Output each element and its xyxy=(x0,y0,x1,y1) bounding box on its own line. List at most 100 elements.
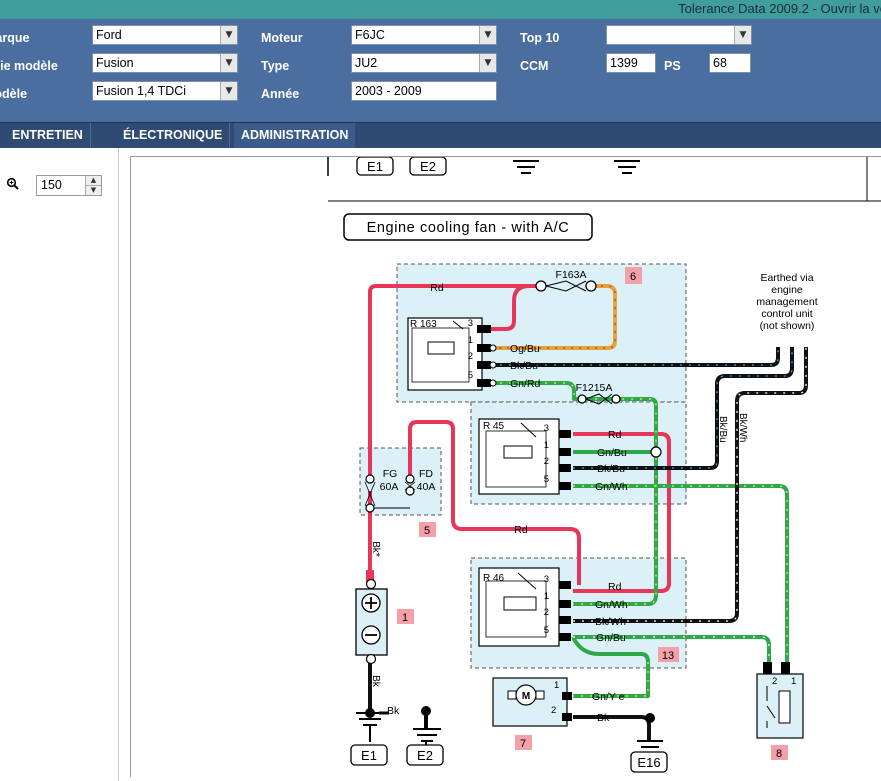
type-select[interactable]: JU2 ▼ xyxy=(351,53,497,73)
fuse-icon xyxy=(545,280,587,292)
left-panel xyxy=(0,148,119,781)
earth-e2-box xyxy=(406,744,444,766)
svg-text:1: 1 xyxy=(554,680,559,691)
wire-label-rd-mid: Rd xyxy=(514,524,528,536)
ps-field[interactable]: 68 xyxy=(709,53,751,73)
svg-text:(not shown): (not shown) xyxy=(760,320,815,332)
svg-text:1: 1 xyxy=(544,591,549,602)
modele-select[interactable]: Fusion 1,4 TDCi ▼ xyxy=(92,81,238,101)
diagram-title: Engine cooling fan - with A/C xyxy=(367,220,570,236)
earth-note: Earthed via engine management control un… xyxy=(756,272,817,332)
window-title: Tolerance Data 2009.2 - Ouvrir la ve xyxy=(678,1,881,16)
chevron-down-icon[interactable]: ▼ xyxy=(220,54,237,72)
wire-label-bk-motor: Bk xyxy=(597,712,610,724)
spin-up-icon[interactable]: ▲ xyxy=(86,176,101,186)
fuse-fg: FG xyxy=(383,468,398,480)
ccm-field[interactable]: 1399 xyxy=(606,53,656,73)
component-number-1: 1 xyxy=(402,612,408,624)
wire-label-gn-ye: Gn/Y e xyxy=(592,691,625,703)
fuse-f1215a: F1215A xyxy=(576,382,613,394)
earth-e16: E16 xyxy=(637,755,660,770)
wiring-diagram: E1 E2 Engine cooling fan - with A/C xyxy=(327,157,881,773)
svg-text:2: 2 xyxy=(772,676,777,687)
wire-label-bk-bu-v: Bk/Bu xyxy=(717,416,728,443)
menu-electronique[interactable]: ÉLECTRONIQUE xyxy=(116,123,231,148)
moteur-select[interactable]: F6JC ▼ xyxy=(351,25,497,45)
wire-label-bk-wh-v: Bk/Wh xyxy=(737,413,748,442)
earth-e1-box xyxy=(350,744,388,766)
ccm-label: CCM xyxy=(520,59,549,73)
svg-text:control unit: control unit xyxy=(761,308,812,320)
wire-og-bu: Og/Bu xyxy=(510,343,540,355)
fuse-fd-amp: 40A xyxy=(417,481,436,493)
marque-select[interactable]: Ford ▼ xyxy=(92,25,238,45)
title-bar: Tolerance Data 2009.2 - Ouvrir la ve xyxy=(0,0,881,19)
fuse-icon xyxy=(364,481,376,507)
wire-gn-rd: Gn/Rd xyxy=(510,378,541,390)
moteur-label: Moteur xyxy=(261,31,303,45)
wire-r46-bk-wh: Bk/Wh xyxy=(595,616,626,628)
zoom-level-input[interactable]: 150 ▲▼ xyxy=(36,175,102,196)
modele-label: Modèle xyxy=(0,87,28,101)
menu-administration[interactable]: ADMINISTRATION xyxy=(234,123,356,148)
marque-label: Marque xyxy=(0,31,30,45)
component-number-8: 8 xyxy=(776,748,782,760)
svg-text:5: 5 xyxy=(468,370,473,381)
svg-text:engine: engine xyxy=(771,284,803,296)
wire-r45-gn-wh: Gn/Wh xyxy=(595,481,628,493)
svg-text:3: 3 xyxy=(544,574,549,585)
wire-r45-rd: Rd xyxy=(608,429,622,441)
earth-e1: E1 xyxy=(361,748,377,763)
diagram-title-box xyxy=(343,213,593,241)
svg-text:1: 1 xyxy=(791,676,796,687)
wire-r46-gn-wh: Gn/Wh xyxy=(595,599,628,611)
ps-label: PS xyxy=(664,59,681,73)
top10-select[interactable]: ▼ xyxy=(606,25,752,45)
wire-r46-rd: Rd xyxy=(608,581,622,593)
svg-text:5: 5 xyxy=(544,625,549,636)
serie-select[interactable]: Fusion ▼ xyxy=(92,53,238,73)
top10-label: Top 10 xyxy=(520,31,560,45)
chevron-down-icon[interactable]: ▼ xyxy=(220,26,237,44)
earth-symbol-icon xyxy=(513,160,640,174)
chevron-down-icon[interactable]: ▼ xyxy=(220,82,237,100)
fuse-f163a: F163A xyxy=(556,269,587,281)
spin-down-icon[interactable]: ▼ xyxy=(90,186,97,194)
svg-text:2: 2 xyxy=(544,456,549,467)
connector-pins xyxy=(477,325,491,387)
vehicle-selection-form: Marque Série modèle Modèle Ford ▼ Fusion… xyxy=(0,19,881,122)
relay-coil-icon xyxy=(427,341,455,355)
relay-r45-label: R 45 xyxy=(483,421,505,432)
chevron-down-icon[interactable]: ▼ xyxy=(479,54,496,72)
svg-text:1: 1 xyxy=(468,335,473,346)
annee-label: Année xyxy=(261,87,300,101)
svg-text:2: 2 xyxy=(551,705,556,716)
earth-e1-top-box xyxy=(356,157,394,176)
earth-e16-box xyxy=(630,751,668,773)
earth-e1-top: E1 xyxy=(367,159,383,174)
wire-bk-bu: Bk/Bu xyxy=(510,360,538,372)
zoom-icon xyxy=(6,177,20,194)
svg-text:2: 2 xyxy=(544,607,549,618)
annee-field[interactable]: 2003 - 2009 xyxy=(351,81,497,101)
svg-text:management: management xyxy=(756,296,817,308)
chevron-down-icon[interactable]: ▼ xyxy=(734,26,751,44)
relay-r163-label: R 163 xyxy=(410,319,437,330)
wire-r45-bk-bu: Bk/Bu xyxy=(597,463,625,475)
earth-e2-top: E2 xyxy=(420,159,436,174)
fuse-fd: FD xyxy=(419,468,433,480)
svg-text:5: 5 xyxy=(544,474,549,485)
fuse-fg-amp: 60A xyxy=(380,481,399,493)
type-label: Type xyxy=(261,59,290,73)
wire-r45-gn-bu: Gn/Bu xyxy=(597,447,627,459)
menu-entretien[interactable]: ENTRETIEN xyxy=(5,123,91,148)
wiring-diagram-panel: E1 E2 Engine cooling fan - with A/C xyxy=(130,156,881,777)
main-menu: ENTRETIEN ÉLECTRONIQUE ADMINISTRATION xyxy=(0,122,881,148)
earth-e2-top-box xyxy=(409,157,447,176)
svg-text:Earthed via: Earthed via xyxy=(760,272,813,284)
chevron-down-icon[interactable]: ▼ xyxy=(479,26,496,44)
wire-label-bk-e2: Bk xyxy=(387,705,400,717)
svg-text:3: 3 xyxy=(468,318,473,329)
svg-text:M: M xyxy=(522,691,530,702)
zoom-spinner[interactable]: ▲▼ xyxy=(85,176,101,195)
